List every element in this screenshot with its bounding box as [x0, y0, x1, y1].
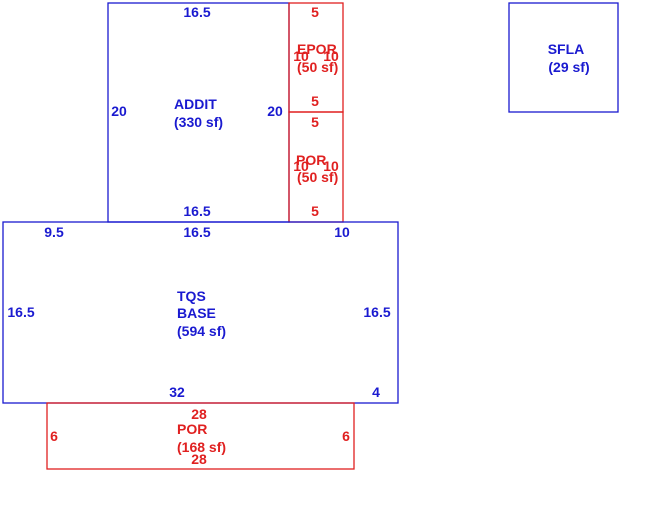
epor-left-dimension: 10: [293, 48, 309, 64]
por-lower-area: (168 sf): [177, 439, 226, 455]
base-area: (594 sf): [177, 323, 226, 339]
base-top-left-dimension: 9.5: [44, 224, 64, 240]
base-label-line2: BASE: [177, 305, 216, 321]
sfla-label: SFLA: [548, 41, 585, 57]
base-top-right-dimension: 10: [334, 224, 350, 240]
addit-room-outline: [107, 2, 290, 223]
base-label-line1: TQS: [177, 288, 206, 304]
sfla-area: (29 sf): [548, 59, 589, 75]
epor-right-dimension: 10: [323, 48, 339, 64]
addit-area: (330 sf): [174, 114, 223, 130]
por-upper-top-dimension: 5: [311, 114, 319, 130]
por-lower-outline: [46, 402, 355, 470]
por-lower-right-dimension: 6: [342, 428, 350, 444]
base-top-mid-dimension: 16.5: [183, 224, 210, 240]
epor-label: EPOR: [297, 41, 337, 57]
por-upper-right-dimension: 10: [323, 158, 339, 174]
addit-right-dimension: 20: [267, 103, 283, 119]
epor-top-dimension: 5: [311, 4, 319, 20]
addit-bottom-dimension: 16.5: [183, 203, 210, 219]
por-lower-bottom-dimension: 28: [191, 451, 207, 467]
sfla-outline: [508, 2, 619, 113]
por-lower-top-dimension: 28: [191, 406, 207, 422]
addit-label: ADDIT: [174, 96, 217, 112]
base-right-dimension: 16.5: [363, 304, 390, 320]
por-upper-bottom-dimension: 5: [311, 203, 319, 219]
addit-top-dimension: 16.5: [183, 4, 210, 20]
epor-bottom-dimension: 5: [311, 93, 319, 109]
por-upper-label: POR: [296, 152, 326, 168]
por-lower-left-dimension: 6: [50, 428, 58, 444]
por-lower-label: POR: [177, 421, 207, 437]
base-bottom-mid-dimension: 32: [169, 384, 185, 400]
por-upper-left-dimension: 10: [293, 158, 309, 174]
base-left-dimension: 16.5: [7, 304, 34, 320]
base-bottom-right-dimension: 4: [372, 384, 380, 400]
addit-left-dimension: 20: [111, 103, 127, 119]
epor-area: (50 sf): [297, 59, 338, 75]
por-upper-area: (50 sf): [297, 169, 338, 185]
